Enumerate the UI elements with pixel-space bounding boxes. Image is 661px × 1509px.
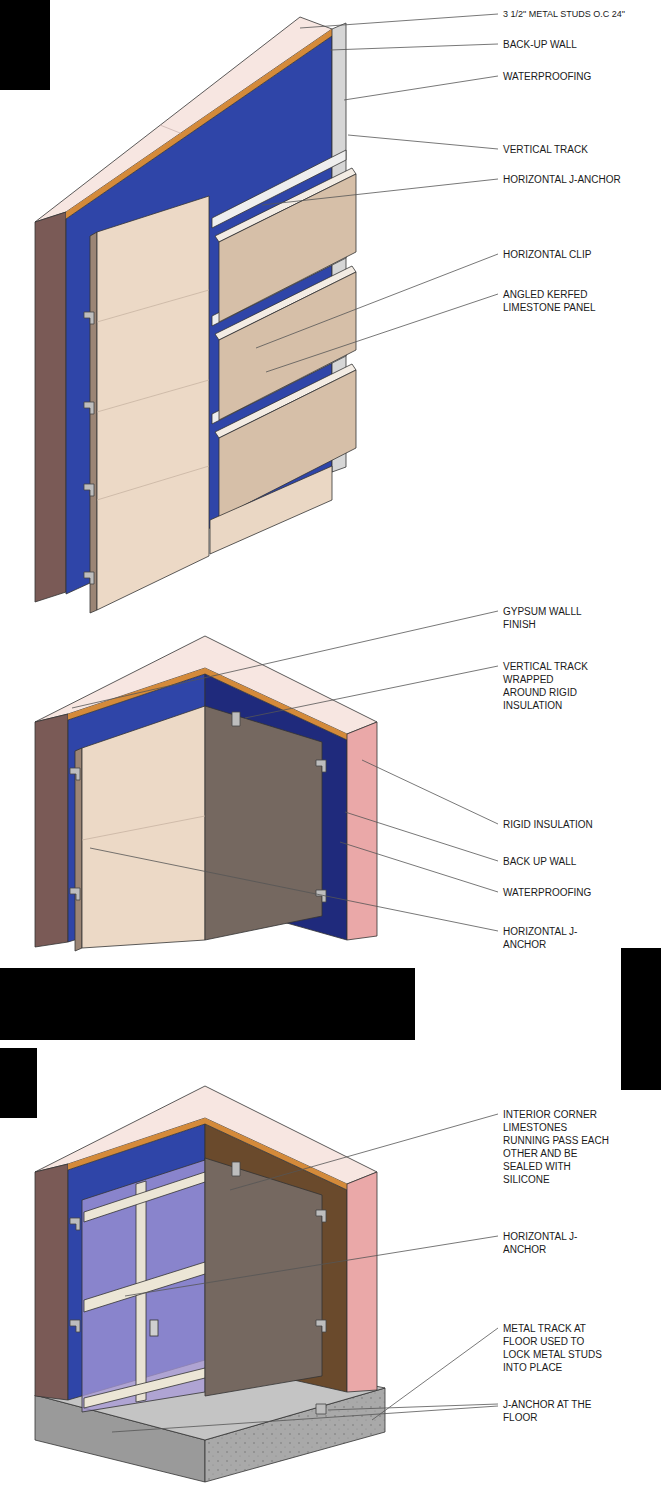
callout-label: INTERIOR CORNER LIMESTONES RUNNING PASS …	[503, 1108, 615, 1186]
straight-wall-detail	[35, 17, 356, 613]
callout-label: HORIZONTAL J-ANCHOR	[503, 925, 585, 951]
callout-label: BACK-UP WALL	[503, 38, 653, 51]
callout-label: 3 1/2" METAL STUDS O.C 24"	[503, 8, 659, 21]
callout-label: RIGID INSULATION	[503, 818, 653, 831]
callout-label: ANGLED KERFED LIMESTONE PANEL	[503, 288, 623, 314]
callout-label: HORIZONTAL J-ANCHOR	[503, 1230, 585, 1256]
callout-label: HORIZONTAL CLIP	[503, 248, 653, 261]
callout-label: HORIZONTAL J-ANCHOR	[503, 173, 653, 186]
callout-label: J-ANCHOR AT THE FLOOR	[503, 1398, 595, 1424]
redaction-block	[0, 0, 661, 1118]
callout-label: VERTICAL TRACK	[503, 143, 653, 156]
callout-label: VERTICAL TRACK WRAPPED AROUND RIGID INSU…	[503, 660, 598, 712]
interior-corner-detail	[35, 1086, 385, 1482]
leader-line	[72, 14, 498, 1432]
corner-wall-detail	[35, 636, 377, 951]
callout-label: WATERPROOFING	[503, 70, 653, 83]
callout-label: WATERPROOFING	[503, 886, 653, 899]
callout-label: BACK UP WALL	[503, 855, 653, 868]
callout-label: GYPSUM WALLL FINISH	[503, 605, 603, 631]
callout-label: METAL TRACK AT FLOOR USED TO LOCK METAL …	[503, 1322, 603, 1374]
